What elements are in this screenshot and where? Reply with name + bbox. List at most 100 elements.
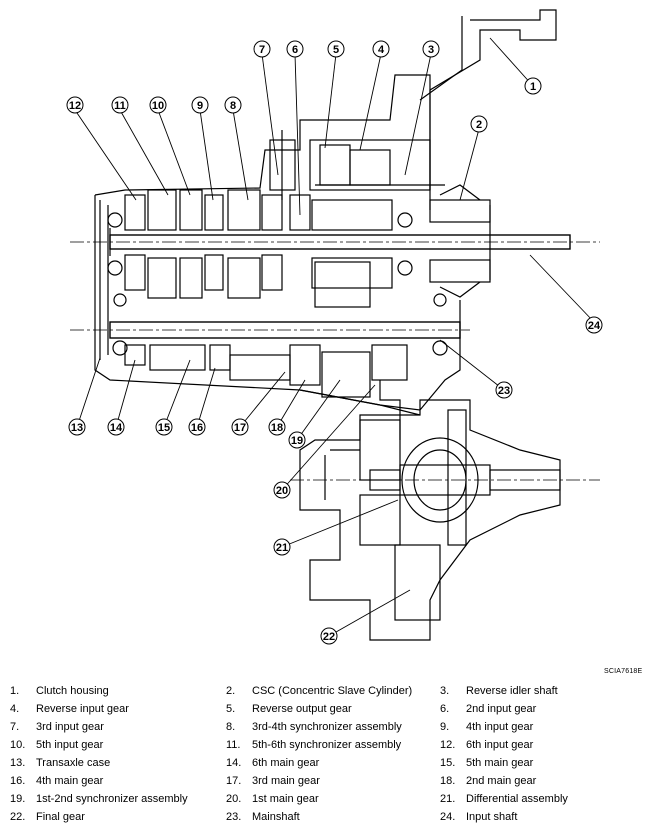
legend-num: 9.	[440, 721, 450, 733]
legend-num: 20.	[226, 793, 242, 805]
legend-num: 3.	[440, 685, 450, 697]
svg-text:3: 3	[428, 44, 434, 56]
legend-num: 16.	[10, 775, 26, 787]
svg-text:19: 19	[291, 435, 303, 447]
svg-text:10: 10	[152, 100, 164, 112]
svg-text:6: 6	[292, 44, 298, 56]
legend-item-8: 8.3rd-4th synchronizer assembly	[226, 718, 402, 736]
legend-num: 19.	[10, 793, 26, 805]
legend-num: 13.	[10, 757, 26, 769]
legend-num: 2.	[226, 685, 236, 697]
legend-label: 6th main gear	[252, 757, 320, 769]
legend-num: 21.	[440, 793, 456, 805]
legend-label: CSC (Concentric Slave Cylinder)	[252, 685, 413, 697]
legend-num: 17.	[226, 775, 242, 787]
callout-16: 16	[188, 418, 206, 436]
callout-7: 7	[253, 40, 271, 58]
legend-item-4: 4. Reverse input gear	[10, 700, 129, 718]
legend-num: 12.	[440, 739, 456, 751]
legend-item-13: 13. Transaxle case	[10, 754, 110, 772]
svg-text:15: 15	[158, 422, 170, 434]
legend-item-20: 20.1st main gear	[226, 790, 319, 808]
callout-20: 20	[273, 481, 291, 499]
callout-4: 4	[372, 40, 390, 58]
svg-text:16: 16	[191, 422, 203, 434]
callout-18: 18	[268, 418, 286, 436]
figure-code: SCIA7618E	[604, 668, 643, 675]
legend-label: Clutch housing	[36, 685, 109, 697]
callout-9: 9	[191, 96, 209, 114]
legend-label: 3rd main gear	[252, 775, 320, 787]
legend-item-18: 18.2nd main gear	[440, 772, 536, 790]
callout-15: 15	[155, 418, 173, 436]
legend-label: Mainshaft	[252, 811, 300, 823]
legend-num: 23.	[226, 811, 242, 823]
transaxle-cross-section-diagram: 1 2 3 4 5 6 7 8 9 10 11 12 13 14 15 16 1…	[66, 9, 603, 645]
legend-item-21: 21.Differential assembly	[440, 790, 568, 808]
legend-item-10: 10.5th input gear	[10, 736, 103, 754]
legend-label: 5th-6th synchronizer assembly	[252, 739, 402, 751]
svg-text:11: 11	[114, 100, 126, 112]
legend-num: 14.	[226, 757, 242, 769]
callout-21: 21	[273, 538, 291, 556]
legend-num: 24.	[440, 811, 456, 823]
callout-13: 13	[68, 418, 86, 436]
legend-label: 3rd input gear	[36, 721, 104, 733]
callout-24: 24	[585, 316, 603, 334]
svg-text:23: 23	[498, 385, 510, 397]
svg-text:18: 18	[271, 422, 283, 434]
legend-label: 5th input gear	[36, 739, 104, 751]
transaxle-drawing	[70, 9, 600, 641]
legend-label: 2nd main gear	[466, 775, 537, 787]
legend-item-7: 7. 3rd input gear	[10, 718, 104, 736]
legend-item-2: 2. CSC (Concentric Slave Cylinder)	[226, 682, 412, 700]
legend-label: Reverse output gear	[252, 703, 352, 715]
svg-text:12: 12	[69, 100, 81, 112]
legend-item-14: 14. 6th main gear	[226, 754, 319, 772]
callout-5: 5	[327, 40, 345, 58]
callout-3: 3	[422, 40, 440, 58]
legend-label: 5th main gear	[466, 757, 534, 769]
legend-num: 1.	[10, 685, 20, 697]
legend-num: 4.	[10, 703, 20, 715]
legend-label: Reverse input gear	[36, 703, 129, 715]
legend-label: Transaxle case	[36, 757, 111, 769]
legend-label: Final gear	[36, 811, 85, 823]
svg-text:22: 22	[323, 631, 335, 643]
legend-num: 22.	[10, 811, 26, 823]
svg-text:14: 14	[110, 422, 123, 434]
svg-text:20: 20	[276, 485, 288, 497]
legend-label: Input shaft	[466, 811, 518, 823]
svg-text:5: 5	[333, 44, 339, 56]
legend-item-23: 23. Mainshaft	[226, 808, 300, 826]
callout-leaders	[74, 37, 595, 637]
legend-label: 6th input gear	[466, 739, 534, 751]
legend-item-6: 6.2nd input gear	[440, 700, 536, 718]
callout-8: 8	[224, 96, 242, 114]
callout-17: 17	[231, 418, 249, 436]
svg-text:8: 8	[230, 100, 236, 112]
svg-text:1: 1	[530, 81, 536, 93]
legend-item-5: 5.Reverse output gear	[226, 700, 352, 718]
reverse-idler-assembly	[269, 130, 445, 200]
legend-num: 7.	[10, 721, 20, 733]
legend-item-24: 24. Input shaft	[440, 808, 517, 826]
concentric-slave-cylinder	[429, 184, 491, 298]
svg-text:9: 9	[197, 100, 203, 112]
legend-item-1: 1. Clutch housing	[10, 682, 109, 700]
legend-label: Reverse idler shaft	[466, 685, 558, 697]
legend-item-19: 19.1st-2nd synchronizer assembly	[10, 790, 188, 808]
legend-label: 4th input gear	[466, 721, 534, 733]
differential-housing	[299, 399, 561, 641]
legend-item-12: 12. 6th input gear	[440, 736, 533, 754]
legend-item-3: 3. Reverse idler shaft	[440, 682, 558, 700]
legend-item-22: 22. Final gear	[10, 808, 85, 826]
callout-1: 1	[524, 77, 542, 95]
callout-14: 14	[107, 418, 125, 436]
legend-label: 3rd-4th synchronizer assembly	[252, 721, 402, 733]
legend-label: 4th main gear	[36, 775, 104, 787]
callout-12: 12	[66, 96, 84, 114]
svg-text:2: 2	[476, 119, 482, 131]
legend-item-17: 17. 3rd main gear	[226, 772, 320, 790]
callout-19: 19	[288, 431, 306, 449]
